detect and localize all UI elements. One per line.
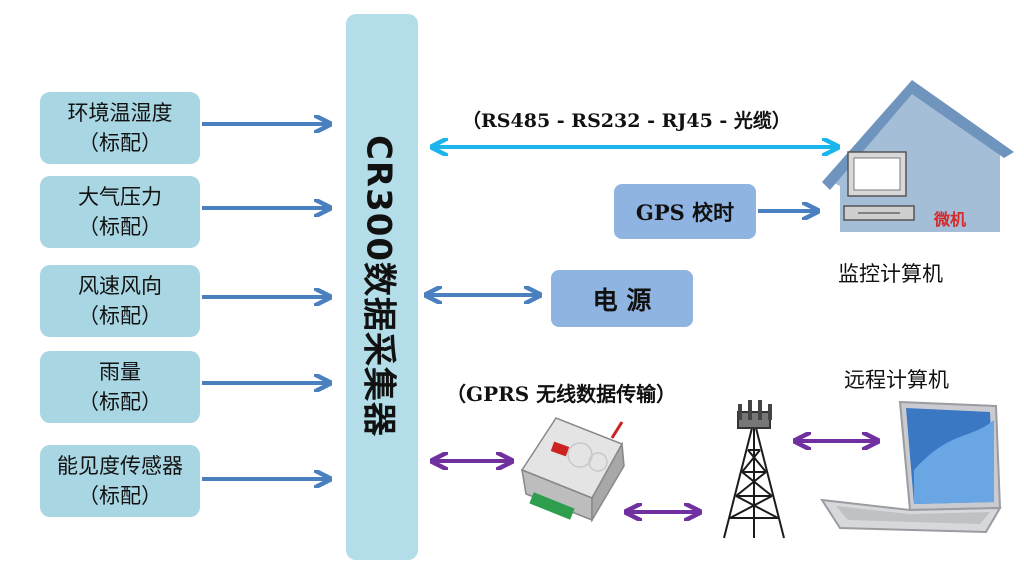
sensor-note: （标配） (78, 215, 162, 239)
sensor-name: 雨量 (99, 360, 141, 384)
tower-icon (723, 400, 785, 539)
sensor-note: （标配） (78, 390, 162, 414)
sensor-note: （标配） (78, 484, 162, 508)
sensor-box-3: 风速风向 （标配） (40, 265, 200, 337)
data-logger-label: CR300数据采集器 (358, 134, 399, 438)
data-logger-box (346, 14, 418, 560)
gprs-label: （GPRS 无线数据传输） (446, 382, 677, 406)
sensor-box-5: 能见度传感器 （标配） (40, 445, 200, 517)
sensor-name: 风速风向 (78, 274, 162, 298)
monitor-computer-label: 监控计算机 (838, 262, 943, 286)
gps-box: GPS 校时 (614, 184, 756, 239)
laptop-icon (820, 400, 1002, 534)
sensor-name: 大气压力 (78, 185, 162, 209)
sensor-box-4: 雨量 （标配） (40, 351, 200, 423)
sensor-note: （标配） (78, 304, 162, 328)
house-icon (822, 80, 1014, 232)
sensor-name: 能见度传感器 (57, 454, 183, 478)
sensor-box-2: 大气压力 （标配） (40, 176, 200, 248)
sensor-note: （标配） (78, 131, 162, 155)
power-box: 电 源 (551, 270, 693, 327)
gprs-modem-icon (520, 417, 625, 523)
pc-screen-text: 微机 (934, 210, 967, 229)
sensor-name: 环境温湿度 (67, 101, 173, 125)
serial-link-label: （RS485 - RS232 - RJ45 - 光缆） (462, 110, 791, 132)
sensor-box-1: 环境温湿度 （标配） (40, 92, 200, 164)
remote-computer-label: 远程计算机 (844, 368, 949, 392)
